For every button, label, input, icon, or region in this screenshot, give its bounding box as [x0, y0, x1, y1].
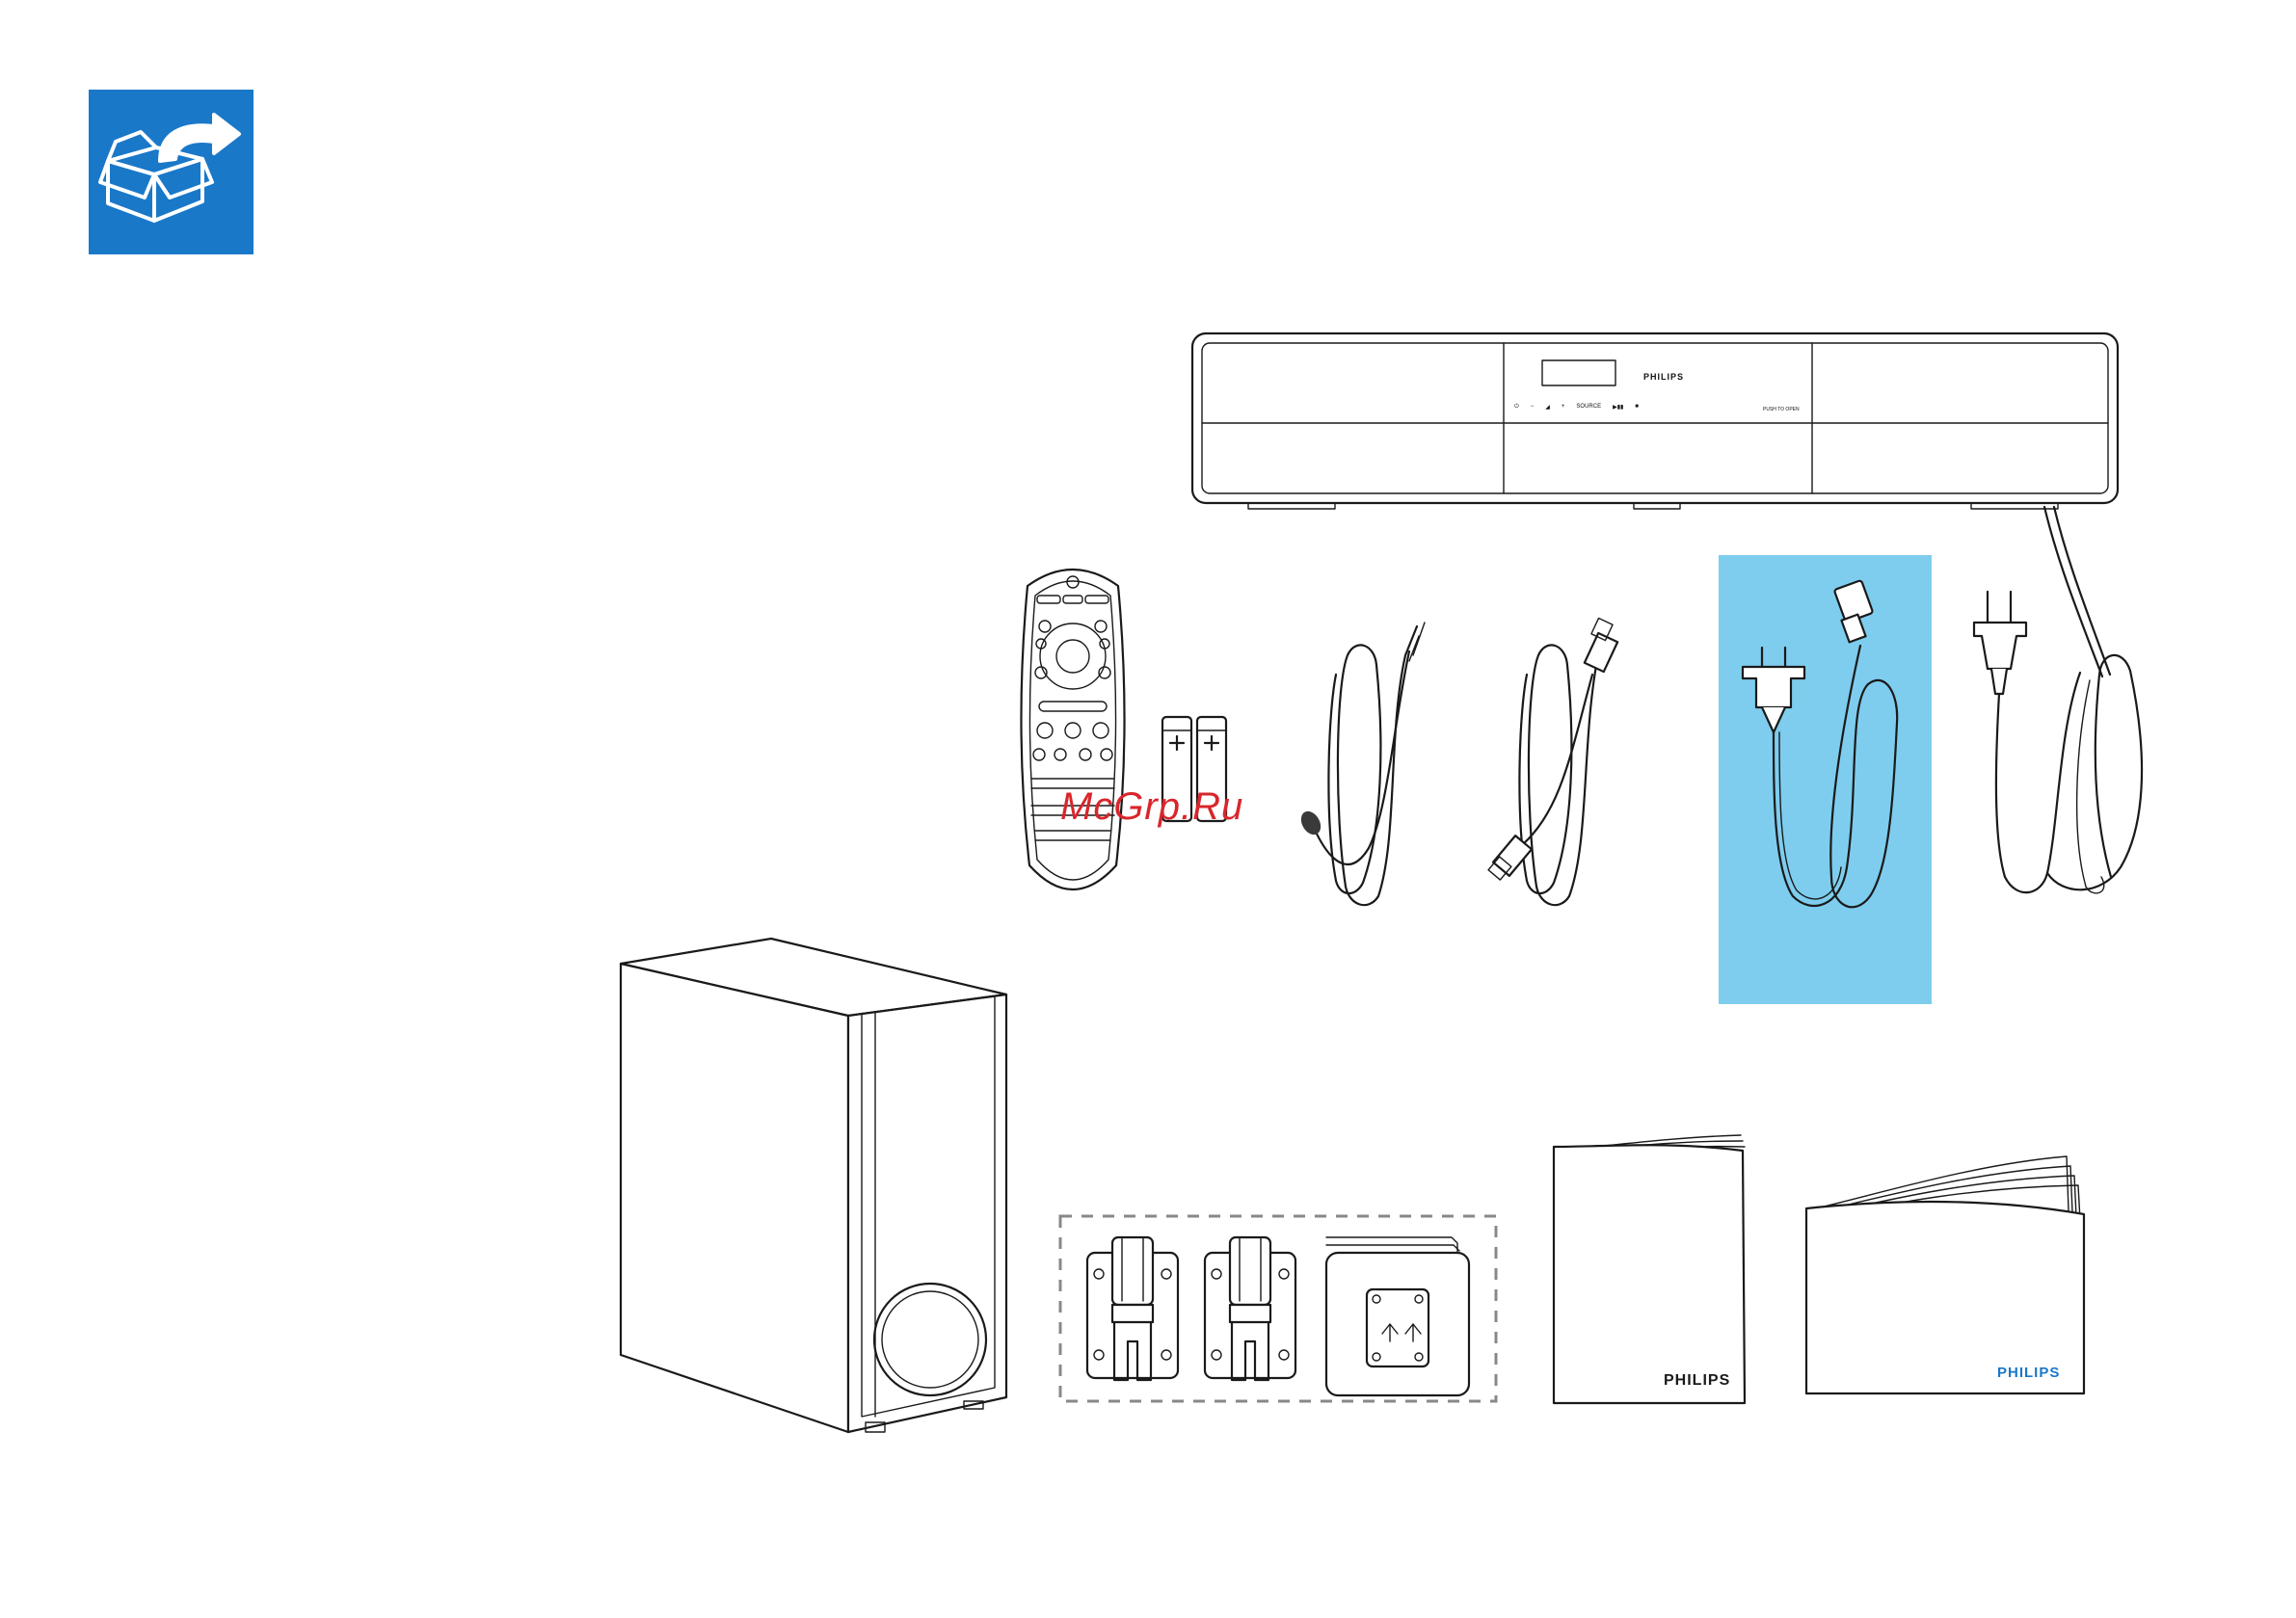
- screw-pack: [1326, 1237, 1469, 1395]
- volume-up-control: +: [1562, 404, 1565, 411]
- power-cord-uk: [1735, 578, 1918, 925]
- subwoofer: [617, 935, 1012, 1436]
- stop-control: ■: [1635, 404, 1639, 411]
- soundbar: PHILIPS ⏻ − ◢ + SOURCE ▶▮▮ ■ PUSH TO OPE…: [1190, 332, 2125, 515]
- play-pause-control: ▶▮▮: [1613, 404, 1623, 411]
- power-control: ⏻: [1514, 404, 1519, 411]
- box-unpack-icon: [89, 90, 254, 254]
- wall-bracket: [1205, 1237, 1295, 1380]
- watermark: McGrp.Ru: [1060, 785, 1243, 829]
- user-manual-brand: PHILIPS: [1997, 1365, 2060, 1381]
- wall-mount-kit: [1058, 1212, 1502, 1405]
- quick-start-brand: PHILIPS: [1664, 1372, 1730, 1390]
- audio-cable: [1301, 617, 1455, 915]
- quick-start-guide: [1550, 1133, 1752, 1413]
- wall-bracket: [1087, 1237, 1178, 1380]
- source-control: SOURCE: [1576, 404, 1601, 411]
- soundbar-brand: PHILIPS: [1643, 372, 1684, 382]
- power-cord-eu: [1966, 588, 2149, 906]
- remote-control: [1010, 557, 1135, 909]
- soundbar-controls: ⏻ − ◢ + SOURCE ▶▮▮ ■: [1514, 404, 1639, 411]
- volume-down-control: −: [1531, 404, 1535, 411]
- soundbar-model: PUSH TO OPEN: [1763, 407, 1800, 412]
- hdmi-cable: [1484, 617, 1648, 915]
- volume-icon: ◢: [1545, 404, 1550, 411]
